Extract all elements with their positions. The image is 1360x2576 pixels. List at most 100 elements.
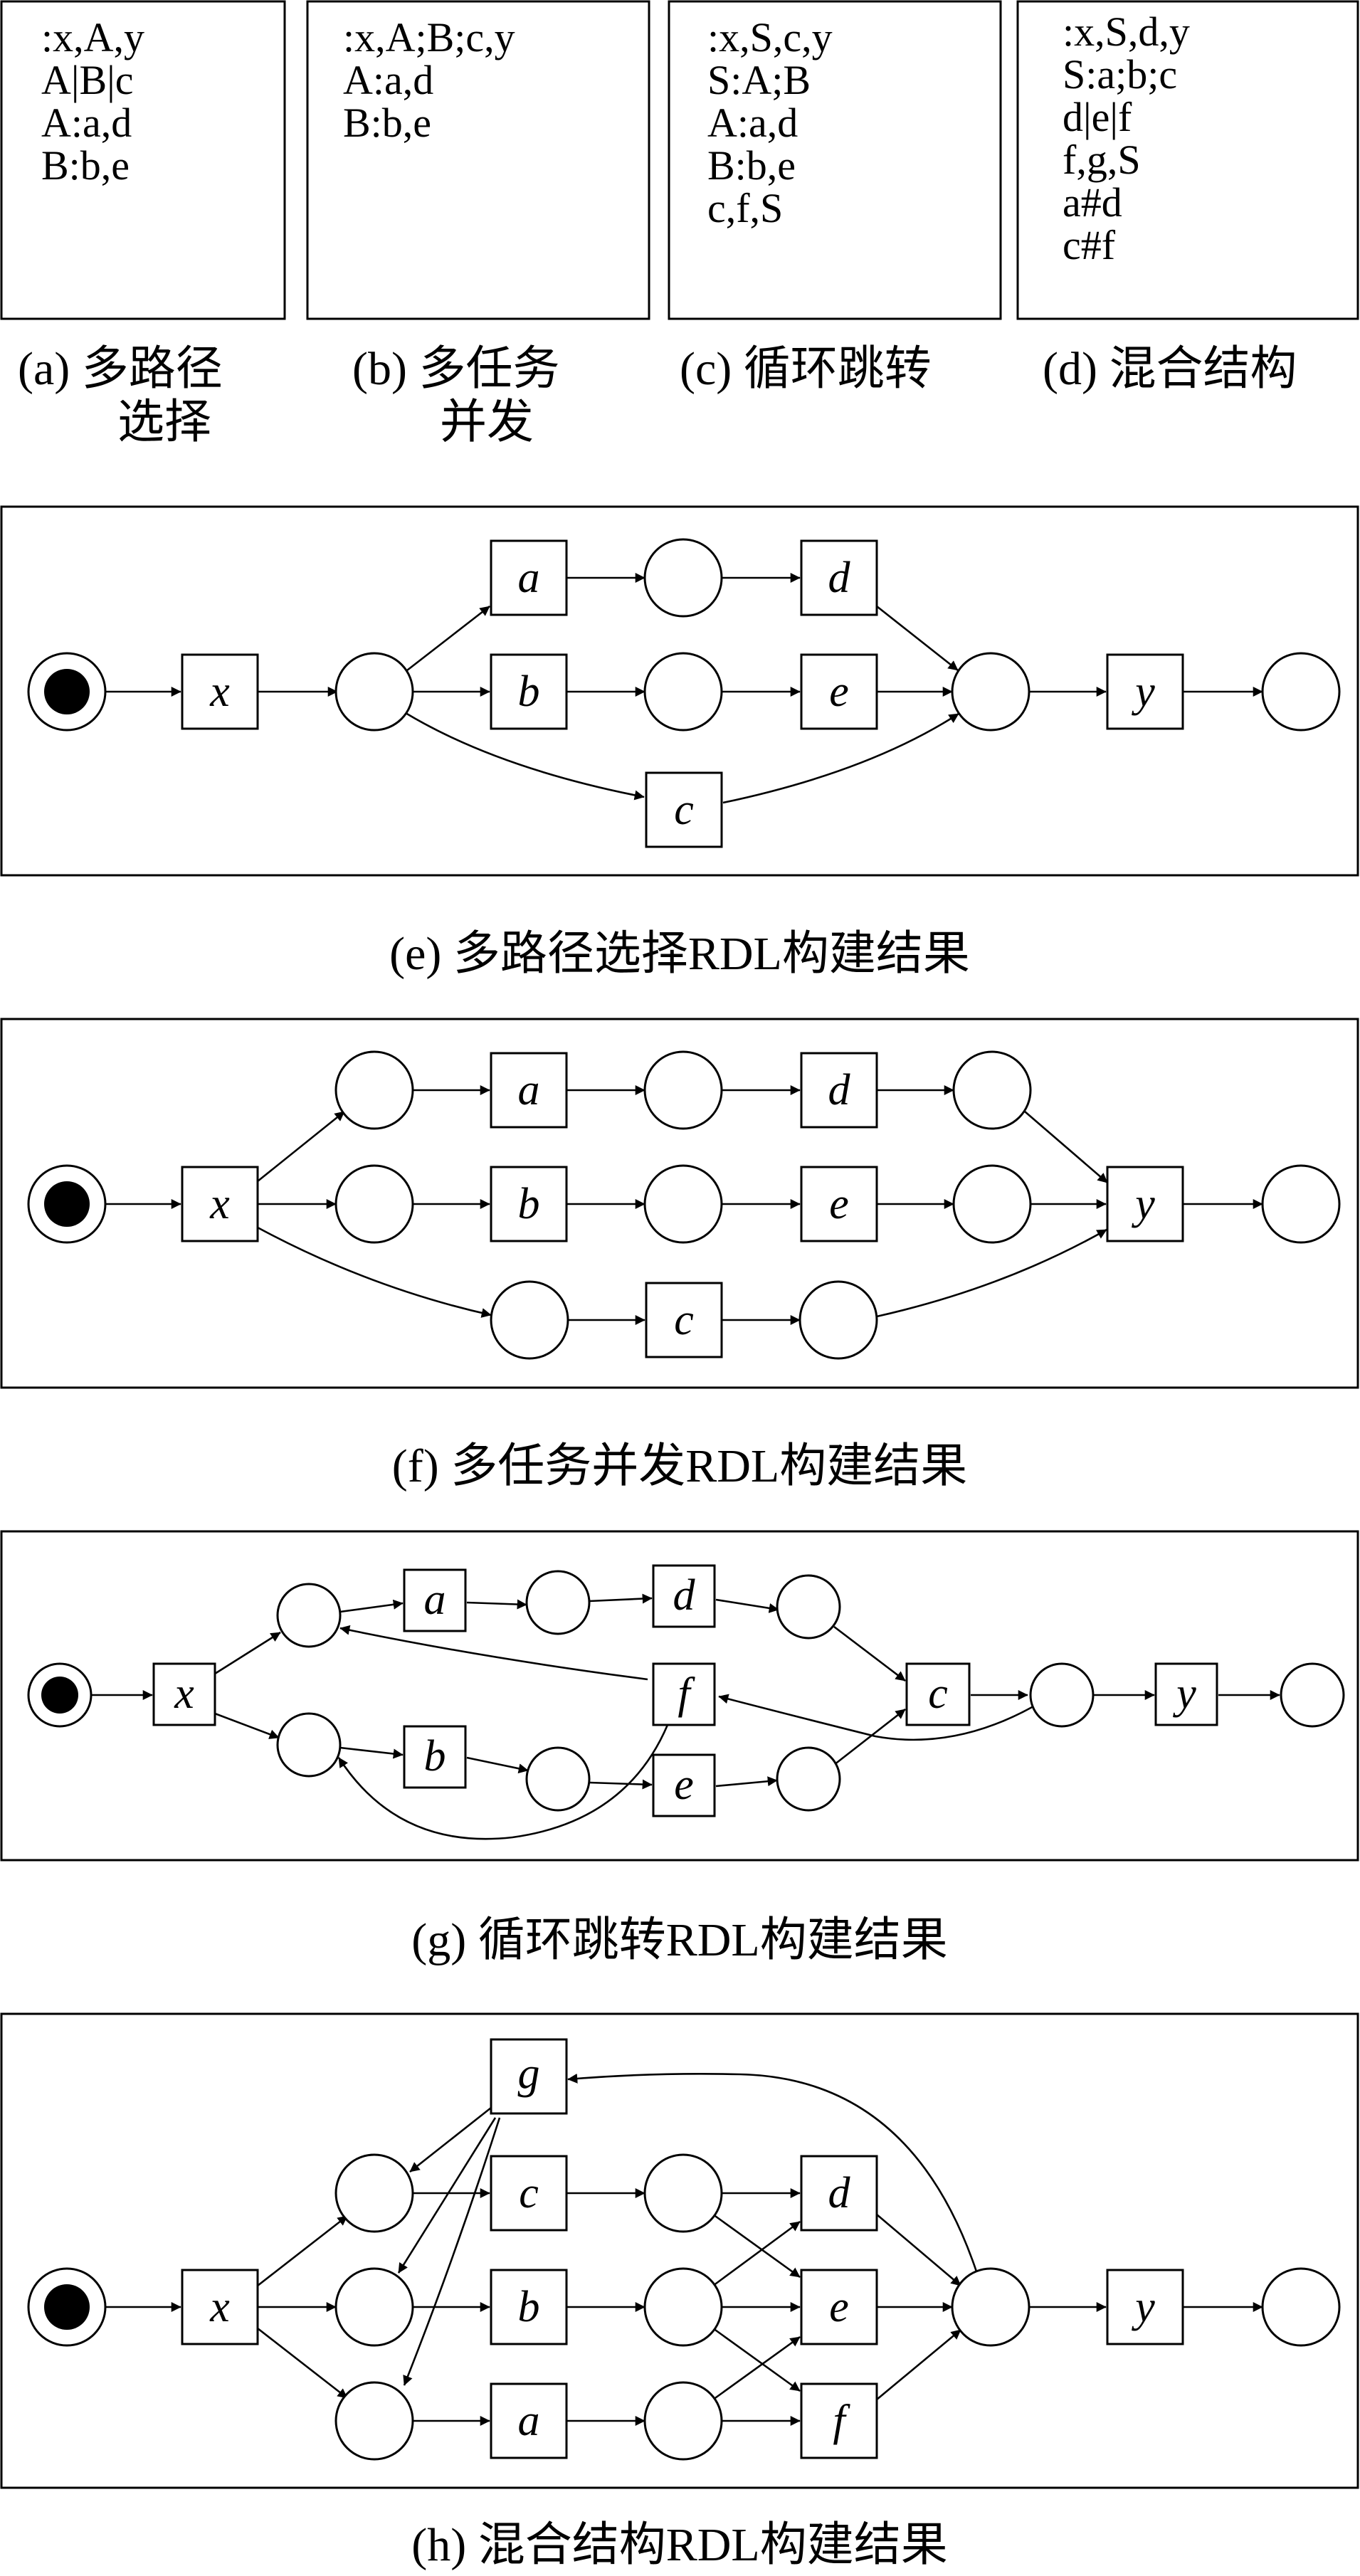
net-h-transition-d (800, 2155, 878, 2232)
net-h-transition-g (490, 2038, 568, 2115)
net-h-transition-b-label: b (518, 2283, 540, 2331)
net-h-transition-g-label: g (518, 2049, 540, 2098)
net-h-transition-y (1106, 2269, 1184, 2345)
net-h-transition-f (800, 2382, 878, 2459)
net-h: x g c b a d e f y (0, 2012, 1359, 2489)
net-h-place (334, 2381, 414, 2461)
grammar-a-line-3: A:a,d (41, 100, 132, 146)
grammar-d-line-1: :x,S,d,y (1063, 9, 1190, 55)
net-f-place (334, 1164, 414, 1244)
net-h-transition-x-label: x (209, 2283, 230, 2331)
net-g-transition-x-label: x (174, 1669, 194, 1718)
net-g-transition-a-label: a (424, 1575, 446, 1624)
grammar-a-caption-1: (a) 多路径 (18, 343, 223, 395)
net-g-transition-c-label: c (928, 1669, 948, 1718)
net-h-transition-x (181, 2269, 259, 2345)
grammar-b-box (306, 0, 650, 320)
net-h-transition-c-label: c (519, 2169, 539, 2217)
net-g-transition-c (905, 1662, 971, 1726)
grammar-c-line-3: A:a,d (707, 100, 798, 146)
net-f-transition-y (1106, 1166, 1184, 1242)
net-e-transition-a-label: a (518, 554, 540, 602)
net-f-transition-c-label: c (674, 1296, 694, 1344)
net-g-frame (0, 1530, 1359, 1862)
net-g-caption: (g) 循环跳转RDL构建结果 (411, 1914, 947, 1966)
net-f-end-place (1261, 1164, 1341, 1244)
grammar-d-line-6: c#f (1063, 222, 1116, 268)
net-f-transition-x-label: x (209, 1180, 230, 1228)
net-f-place (952, 1164, 1032, 1244)
net-g-place (776, 1574, 841, 1640)
net-f-transition-c (645, 1282, 723, 1358)
grammar-c-caption-1: (c) 循环跳转 (680, 343, 932, 395)
net-e-place (643, 538, 723, 618)
grammar-a-line-2: A|B|c (41, 57, 134, 103)
net-g-place (276, 1583, 342, 1648)
grammar-a: :x,A,y A|B|c A:a,d B:b,e (a) 多路径 选择 (0, 0, 286, 448)
net-e-transition-b (490, 653, 568, 730)
net-e-end-place (1261, 652, 1341, 732)
net-h-transition-e (800, 2269, 878, 2345)
net-g-transition-f (652, 1662, 716, 1726)
net-f-transition-x (181, 1166, 259, 1242)
grammar-b-line-3: B:b,e (343, 100, 431, 146)
net-e-transition-y-label: y (1131, 667, 1155, 716)
net-e-transition-x (181, 653, 259, 730)
net-f-transition-b (490, 1166, 568, 1242)
grammar-b-line-2: A:a,d (343, 57, 433, 103)
net-f-caption: (f) 多任务并发RDL构建结果 (392, 1440, 967, 1492)
net-e-transition-d (800, 539, 878, 616)
net-f-place (643, 1050, 723, 1130)
grammar-c-line-2: S:A;B (707, 57, 811, 103)
net-f-transition-d-label: d (828, 1066, 851, 1114)
net-f-transition-e-label: e (829, 1180, 849, 1228)
net-e-place (334, 652, 414, 732)
net-e-transition-x-label: x (209, 667, 230, 716)
grammar-b: :x,A;B;c,y A:a,d B:b,e (b) 多任务 并发 (306, 0, 650, 448)
net-g-transition-d (652, 1564, 716, 1628)
net-h-transition-a (490, 2382, 568, 2459)
grammar-a-line-4: B:b,e (41, 142, 130, 189)
net-h-place (334, 2267, 414, 2347)
net-h-transition-b (490, 2269, 568, 2345)
grammar-b-line-1: :x,A;B;c,y (343, 14, 515, 60)
net-g-transition-a (403, 1568, 467, 1632)
net-g-transition-d-label: d (673, 1571, 696, 1620)
net-g-place (525, 1746, 591, 1812)
net-f-place (490, 1280, 569, 1360)
net-h-place (643, 2381, 723, 2461)
net-h-caption: (h) 混合结构RDL构建结果 (411, 2519, 947, 2571)
net-e-place (643, 652, 723, 732)
net-f-transition-a-label: a (518, 1066, 540, 1114)
net-f: x a b c d e y (0, 1018, 1359, 1389)
grammar-d-line-5: a#d (1063, 179, 1122, 226)
grammar-d: :x,S,d,y S:a;b;c d|e|f f,g,S a#d c#f (d)… (1016, 0, 1359, 395)
net-g-transition-x (152, 1662, 216, 1726)
net-e: x a b c d e y (0, 505, 1359, 877)
grammar-c-line-1: :x,S,c,y (707, 14, 833, 60)
net-g-end-place (1280, 1662, 1345, 1728)
net-h-place (643, 2153, 723, 2233)
net-e-start-token (44, 669, 90, 714)
net-e-transition-b-label: b (518, 667, 540, 716)
net-g-transition-e (652, 1753, 716, 1817)
net-h-transition-e-label: e (829, 2283, 849, 2331)
grammar-c-box (668, 0, 1002, 320)
net-f-frame (0, 1018, 1359, 1389)
net-f-place (952, 1050, 1032, 1130)
net-f-transition-y-label: y (1131, 1180, 1155, 1228)
net-g-transition-y (1154, 1662, 1218, 1726)
net-h-start-token (44, 2284, 90, 2330)
grammar-a-line-1: :x,A,y (41, 14, 144, 60)
grammar-b-caption-1: (b) 多任务 (352, 343, 559, 395)
net-h-frame (0, 2012, 1359, 2489)
net-h-transition-d-label: d (828, 2169, 851, 2217)
grammar-b-caption-2: 并发 (440, 396, 534, 448)
net-e-transition-y (1106, 653, 1184, 730)
net-g-transition-e-label: e (674, 1761, 694, 1809)
net-e-transition-e (800, 653, 878, 730)
net-e-transition-c (645, 771, 723, 848)
net-g-start-token (41, 1677, 78, 1714)
net-h-place (643, 2267, 723, 2347)
